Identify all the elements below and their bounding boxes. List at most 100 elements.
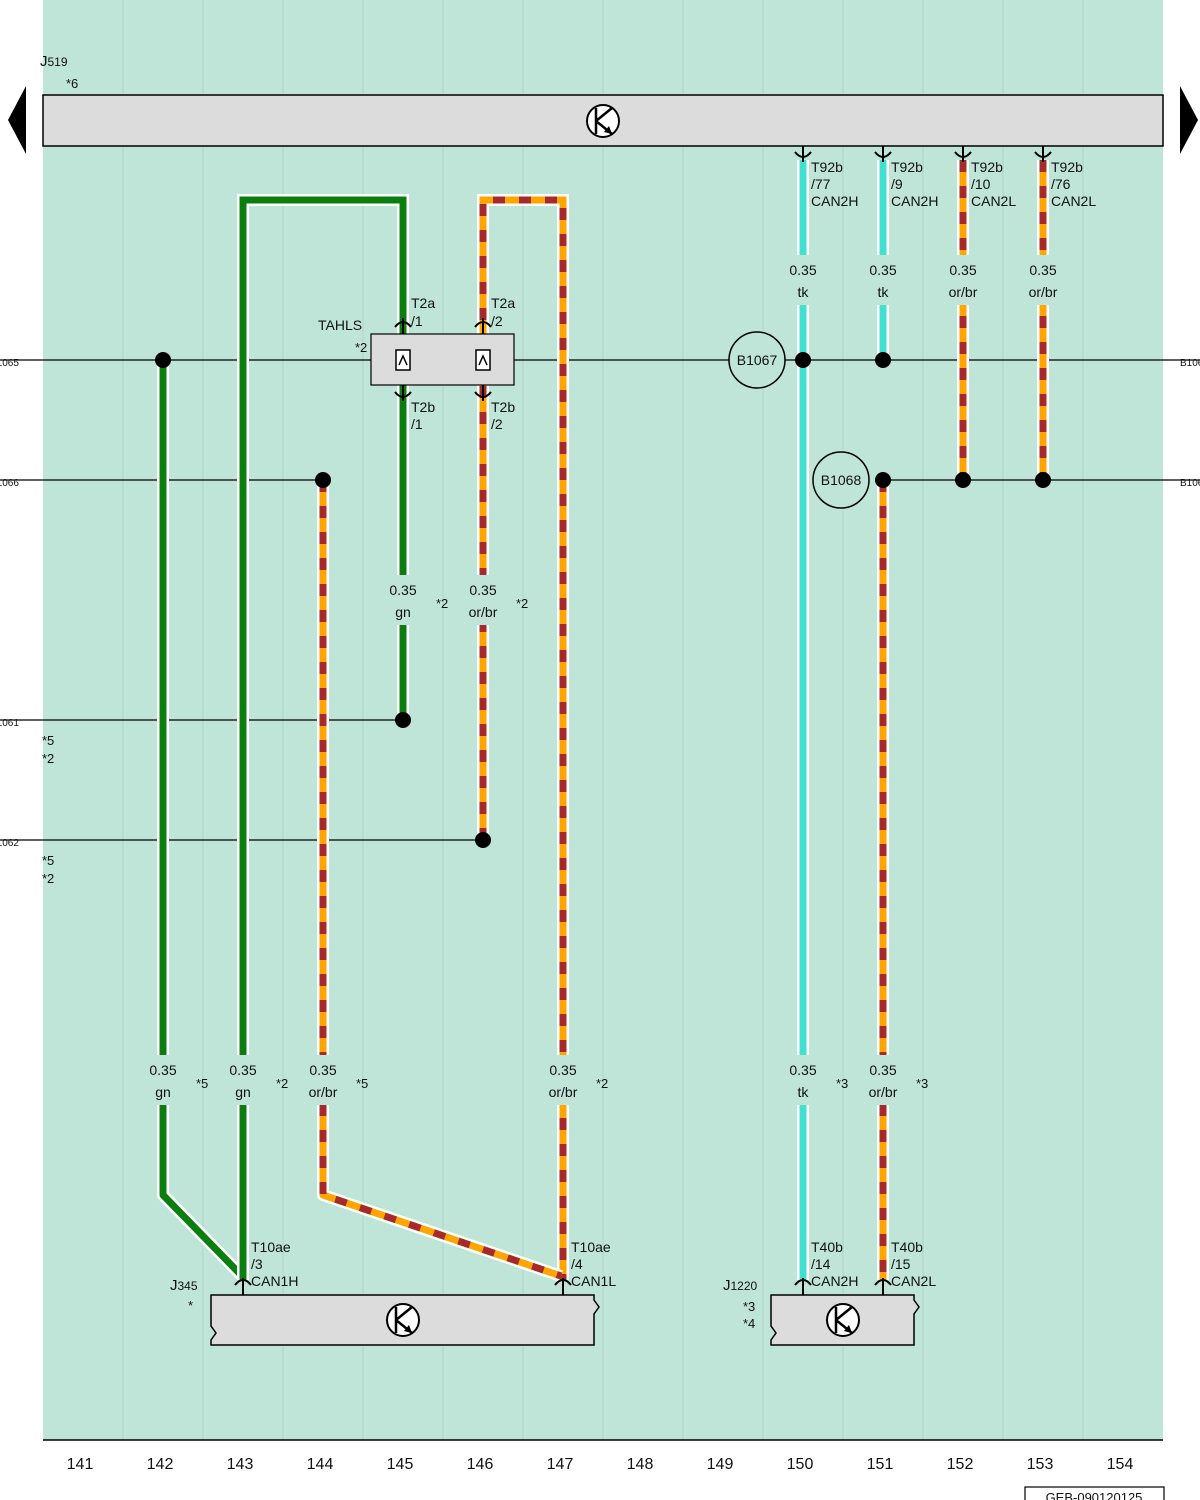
svg-text:T2a: T2a <box>411 295 435 311</box>
svg-text:/14: /14 <box>811 1256 831 1272</box>
svg-text:0.35: 0.35 <box>549 1062 576 1078</box>
svg-text:/1: /1 <box>411 313 423 329</box>
svg-text:CAN2H: CAN2H <box>891 193 938 209</box>
j345-label: J345 <box>170 1277 198 1294</box>
svg-text:CAN2L: CAN2L <box>971 193 1016 209</box>
svg-text:B1068: B1068 <box>821 472 862 488</box>
svg-text:0.35: 0.35 <box>1029 262 1056 278</box>
arrow-left-icon[interactable] <box>8 86 26 154</box>
svg-text:*2: *2 <box>516 596 528 611</box>
svg-text:or/br: or/br <box>549 1084 578 1100</box>
svg-text:/9: /9 <box>891 176 903 192</box>
svg-text:T92b: T92b <box>891 159 923 175</box>
svg-text:gn: gn <box>395 604 411 620</box>
svg-text:B1066: B1066 <box>0 478 19 489</box>
tahls-note: *2 <box>355 340 367 355</box>
svg-text:B1065: B1065 <box>0 358 19 369</box>
svg-text:B1061: B1061 <box>0 718 19 729</box>
svg-text:/76: /76 <box>1051 176 1071 192</box>
svg-text:T2b: T2b <box>491 399 515 415</box>
svg-text:0.35: 0.35 <box>229 1062 256 1078</box>
svg-text:0.35: 0.35 <box>309 1062 336 1078</box>
svg-text:150: 150 <box>787 1456 814 1473</box>
svg-text:154: 154 <box>1107 1456 1134 1473</box>
svg-text:146: 146 <box>467 1456 494 1473</box>
svg-text:*2: *2 <box>42 751 54 766</box>
j1220-label: J1220 <box>723 1277 758 1294</box>
svg-text:/3: /3 <box>251 1256 263 1272</box>
svg-text:B1067: B1067 <box>737 352 778 368</box>
svg-text:0.35: 0.35 <box>949 262 976 278</box>
tahls-label: TAHLS <box>318 317 362 333</box>
svg-text:*5: *5 <box>196 1076 208 1091</box>
svg-text:0.35: 0.35 <box>389 582 416 598</box>
svg-text:151: 151 <box>867 1456 894 1473</box>
svg-text:B1062: B1062 <box>0 838 19 849</box>
j1220-note: *4 <box>743 1316 755 1331</box>
svg-text:/10: /10 <box>971 176 991 192</box>
svg-text:or/br: or/br <box>309 1084 338 1100</box>
svg-text:145: 145 <box>387 1456 414 1473</box>
node-b1067: B1067 <box>728 331 786 389</box>
svg-text:/2: /2 <box>491 313 503 329</box>
svg-text:*2: *2 <box>436 596 448 611</box>
svg-text:gn: gn <box>155 1084 171 1100</box>
svg-text:B1068: B1068 <box>1180 478 1200 489</box>
svg-text:0.35: 0.35 <box>789 1062 816 1078</box>
svg-text:/2: /2 <box>491 416 503 432</box>
arrow-right-icon[interactable] <box>1180 86 1198 154</box>
green-wires <box>157 194 409 1280</box>
doc-code: GEB-090120125 <box>1046 1490 1143 1500</box>
svg-text:CAN2H: CAN2H <box>811 193 858 209</box>
svg-text:*3: *3 <box>916 1076 928 1091</box>
svg-text:T92b: T92b <box>811 159 843 175</box>
svg-text:gn: gn <box>235 1084 251 1100</box>
svg-text:CAN2L: CAN2L <box>1051 193 1096 209</box>
svg-text:*2: *2 <box>596 1076 608 1091</box>
svg-text:CAN2L: CAN2L <box>891 1273 936 1289</box>
orange-brown-wires <box>317 160 1049 1282</box>
svg-text:*5: *5 <box>356 1076 368 1091</box>
svg-text:*2: *2 <box>276 1076 288 1091</box>
svg-text:tk: tk <box>878 284 890 300</box>
svg-text:144: 144 <box>307 1456 334 1473</box>
node-b1068: B1068 <box>812 451 870 509</box>
svg-text:T2a: T2a <box>491 295 515 311</box>
j345-note: * <box>188 1298 193 1313</box>
svg-text:T10ae: T10ae <box>571 1239 611 1255</box>
svg-text:T92b: T92b <box>1051 159 1083 175</box>
wire-labels: 0.35 tk 0.35 tk 0.35 or/br 0.35 or/br 0.35 gn… <box>149 262 1057 1100</box>
svg-text:/1: /1 <box>411 416 423 432</box>
svg-text:148: 148 <box>627 1456 654 1473</box>
label-gaps <box>143 255 1063 1105</box>
svg-text:152: 152 <box>947 1456 974 1473</box>
svg-text:*5: *5 <box>42 853 54 868</box>
svg-text:T40b: T40b <box>891 1239 923 1255</box>
right-reference-labels: B1067 B1068 <box>1180 358 1200 489</box>
j519-note: *6 <box>66 76 78 91</box>
svg-text:CAN1H: CAN1H <box>251 1273 298 1289</box>
svg-text:0.35: 0.35 <box>469 582 496 598</box>
svg-text:tk: tk <box>798 284 810 300</box>
tahls-module <box>370 333 515 386</box>
left-reference-notes: *5 *2 *5 *2 <box>42 733 54 886</box>
svg-text:0.35: 0.35 <box>869 1062 896 1078</box>
svg-text:T40b: T40b <box>811 1239 843 1255</box>
transistor-icon <box>386 1303 420 1337</box>
svg-text:or/br: or/br <box>469 604 498 620</box>
svg-text:CAN2H: CAN2H <box>811 1273 858 1289</box>
svg-text:/4: /4 <box>571 1256 583 1272</box>
svg-text:143: 143 <box>227 1456 254 1473</box>
svg-text:153: 153 <box>1027 1456 1054 1473</box>
svg-text:147: 147 <box>547 1456 574 1473</box>
svg-text:tk: tk <box>798 1084 810 1100</box>
svg-text:B1067: B1067 <box>1180 358 1200 369</box>
doc-code-box <box>1024 1486 1165 1500</box>
svg-text:149: 149 <box>707 1456 734 1473</box>
svg-text:*3: *3 <box>836 1076 848 1091</box>
transistor-icon <box>586 104 620 138</box>
j519-label: J519 <box>40 53 68 70</box>
svg-text:T92b: T92b <box>971 159 1003 175</box>
